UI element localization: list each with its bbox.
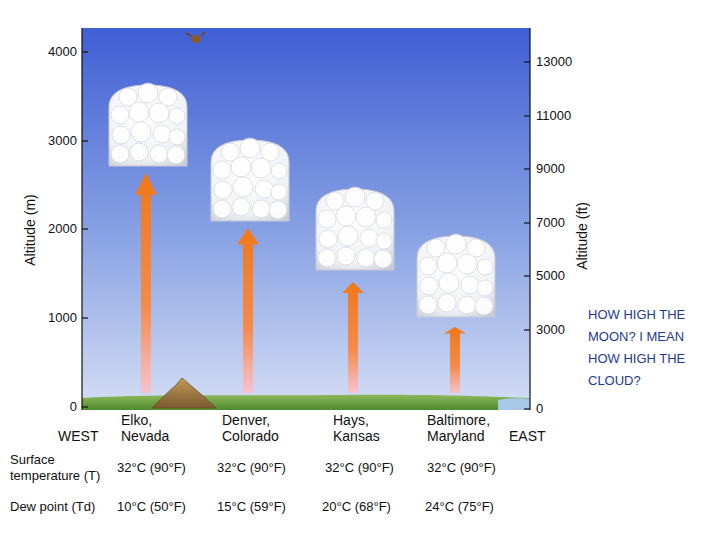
note-text: HOW HIGH THE MOON? I MEAN HOW HIGH THE C… [588, 304, 710, 392]
cumulus-cloud [417, 234, 495, 317]
direction-label: WEST [58, 428, 98, 444]
axis-tick-label: 0 [70, 399, 77, 415]
rising-air-arrow [135, 173, 157, 393]
axis-tick-label: 3000 [536, 322, 565, 338]
axis-tick-label: 2000 [48, 221, 77, 237]
cumulus-cloud [316, 187, 394, 270]
row-heading: Surface temperature (T) [10, 452, 118, 484]
sky-area [82, 28, 530, 410]
rising-air-arrow [237, 228, 259, 393]
temperature-value: 32°C (90°F) [117, 460, 186, 476]
temperature-value: 32°C (90°F) [217, 460, 286, 476]
direction-label: EAST [509, 428, 546, 444]
axis-tick-label: 4000 [48, 44, 77, 60]
axis-tick-label: 1000 [48, 310, 77, 326]
axis-tick-label: 0 [536, 401, 543, 417]
temperature-value: 32°C (90°F) [325, 460, 394, 476]
ground [82, 395, 530, 410]
row-heading: Dew point (Td) [10, 499, 95, 515]
city-label: Baltimore, Maryland [427, 412, 490, 444]
dew-point-value: 10°C (50°F) [117, 499, 186, 515]
axis-lines [82, 28, 530, 410]
axis-tick-label: 13000 [536, 54, 572, 70]
cumulus-cloud [211, 138, 289, 221]
city-label: Denver, Colorado [222, 412, 279, 444]
water [498, 398, 530, 410]
cumulus-cloud [109, 83, 187, 166]
axis-tick-label: 3000 [48, 133, 77, 149]
axis-tick-label: 7000 [536, 215, 565, 231]
city-label: Elko, Nevada [121, 412, 169, 444]
axis-title: Altitude (ft) [574, 202, 590, 270]
city-label: Hays, Kansas [333, 412, 380, 444]
axis-tick-label: 11000 [536, 108, 571, 124]
bird-icon [186, 32, 205, 43]
rising-air-arrow [444, 327, 466, 393]
dew-point-value: 20°C (68°F) [322, 499, 391, 515]
axis-tick-label: 5000 [536, 268, 565, 284]
axis-title: Altitude (m) [22, 194, 38, 266]
mountain [152, 378, 216, 408]
temperature-value: 32°C (90°F) [427, 460, 496, 476]
dew-point-value: 24°C (75°F) [425, 499, 494, 515]
dew-point-value: 15°C (59°F) [217, 499, 286, 515]
axis-tick-label: 9000 [536, 161, 565, 177]
rising-air-arrow [342, 282, 364, 393]
